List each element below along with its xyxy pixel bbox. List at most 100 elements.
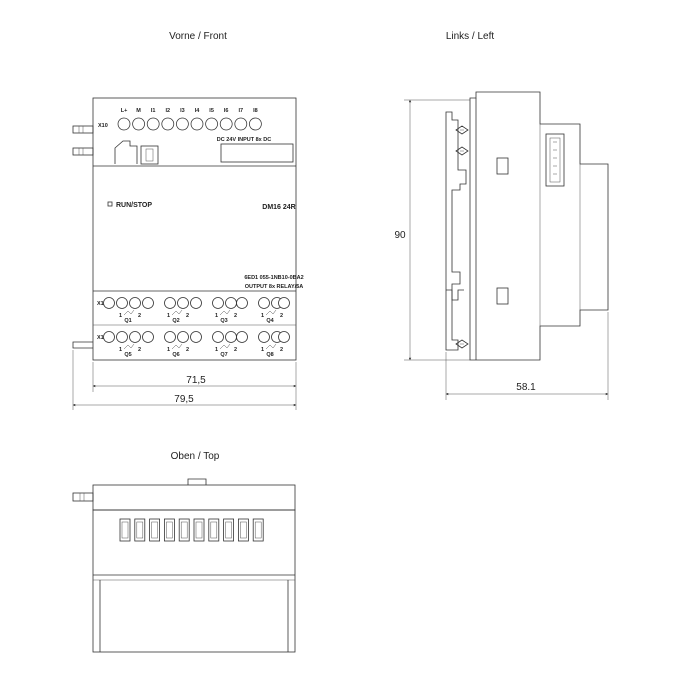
terminal-slot xyxy=(252,518,264,542)
terminal-slot xyxy=(163,518,175,542)
width-dimension-total xyxy=(72,350,297,410)
terminal-screw xyxy=(278,297,290,309)
terminal-slot-inner xyxy=(136,521,144,539)
relay-contact-icon xyxy=(265,309,277,316)
left-view-title: Links / Left xyxy=(446,31,495,42)
pin-number: 1 xyxy=(261,313,264,319)
terminal-screw xyxy=(177,297,189,309)
terminal-slot xyxy=(237,518,249,542)
terminal-screw xyxy=(116,331,128,343)
pin-number: 1 xyxy=(215,347,218,353)
pin-number: 2 xyxy=(280,313,283,319)
width-dimension-body xyxy=(92,362,297,410)
expansion-connector xyxy=(114,140,159,165)
terminal-screw xyxy=(129,331,141,343)
terminal-screw xyxy=(248,117,262,131)
input-terminal-label: I4 xyxy=(195,108,201,114)
terminal-screw xyxy=(190,117,204,131)
input-terminal-label: I2 xyxy=(166,108,171,114)
input-terminal-label: I7 xyxy=(239,108,244,114)
terminal-slot xyxy=(149,518,161,542)
output-label: Q7 xyxy=(220,352,227,358)
input-spec: DC 24V INPUT 8x DC xyxy=(217,137,271,143)
terminal-screw xyxy=(116,297,128,309)
side-connector xyxy=(545,133,565,187)
pin-number: 2 xyxy=(138,313,141,319)
terminal-slot-inner xyxy=(151,521,158,539)
pin-number: 1 xyxy=(261,347,264,353)
clip-mark-icon xyxy=(455,125,469,349)
terminal-screw xyxy=(164,331,176,343)
model-label: DM16 24R xyxy=(262,204,295,211)
terminal-screw xyxy=(278,331,290,343)
relay-contact-icon xyxy=(219,343,231,350)
pin-number: 1 xyxy=(167,347,170,353)
pin-number: 2 xyxy=(234,313,237,319)
terminal-screw xyxy=(212,297,224,309)
terminal-slot-inner xyxy=(240,521,247,539)
terminal-screw xyxy=(117,117,131,131)
terminal-screw xyxy=(132,117,146,131)
width-body-value: 71,5 xyxy=(186,375,206,386)
terminal-slot-row xyxy=(119,518,264,542)
terminal-slot xyxy=(178,518,190,542)
terminal-screw xyxy=(142,331,154,343)
relay-contact-icon xyxy=(265,343,277,350)
terminal-screw xyxy=(175,117,189,131)
height-value: 90 xyxy=(394,230,406,241)
terminal-screw xyxy=(142,297,154,309)
terminal-screw xyxy=(161,117,175,131)
pin-number: 2 xyxy=(186,313,189,319)
output-label: Q6 xyxy=(172,352,179,358)
part-number: 6ED1 055-1NB10-0BA2 xyxy=(244,275,303,281)
terminal-slot xyxy=(119,518,131,542)
width-total-value: 79,5 xyxy=(174,394,194,405)
input-terminal-label: M xyxy=(136,108,141,114)
x11-label: X11 xyxy=(97,301,106,307)
terminal-screw xyxy=(212,331,224,343)
pin-number: 1 xyxy=(119,313,122,319)
terminal-slot xyxy=(134,518,146,542)
run-stop-led xyxy=(107,201,113,207)
relay-contact-icon xyxy=(123,343,135,350)
x12-label: X12 xyxy=(97,335,107,341)
pin-number: 1 xyxy=(119,347,122,353)
input-terminal-label: L+ xyxy=(121,108,128,114)
relay-contact-icon xyxy=(123,309,135,316)
label-window xyxy=(220,143,294,163)
terminal-screw xyxy=(177,331,189,343)
output-label: Q4 xyxy=(266,318,274,324)
terminal-screw xyxy=(164,297,176,309)
pin-number: 2 xyxy=(234,347,237,353)
front-view-title: Vorne / Front xyxy=(169,31,227,42)
relay-contact-icon xyxy=(219,309,231,316)
terminal-slot-inner xyxy=(225,521,232,539)
input-terminal-label: I6 xyxy=(224,108,229,114)
terminal-screw xyxy=(258,331,270,343)
terminal-screw xyxy=(258,297,270,309)
pin-number: 2 xyxy=(280,347,283,353)
terminal-screw xyxy=(190,331,202,343)
relay-contact-icon xyxy=(171,343,183,350)
input-terminal-label: I1 xyxy=(151,108,156,114)
terminal-screw xyxy=(225,331,237,343)
pin-number: 2 xyxy=(138,347,141,353)
terminal-slot-inner xyxy=(254,521,262,539)
terminal-screw xyxy=(236,331,248,343)
pin-number: 2 xyxy=(186,347,189,353)
terminal-slot xyxy=(223,518,235,542)
terminal-screw xyxy=(190,297,202,309)
top-view xyxy=(72,478,296,653)
terminal-slot xyxy=(208,518,220,542)
terminal-slot-inner xyxy=(121,521,129,539)
terminal-screw xyxy=(219,117,233,131)
terminal-slot-inner xyxy=(210,521,218,539)
terminal-screw xyxy=(103,331,115,343)
terminal-slot-inner xyxy=(180,521,188,539)
terminal-screw xyxy=(236,297,248,309)
terminal-screw xyxy=(129,297,141,309)
